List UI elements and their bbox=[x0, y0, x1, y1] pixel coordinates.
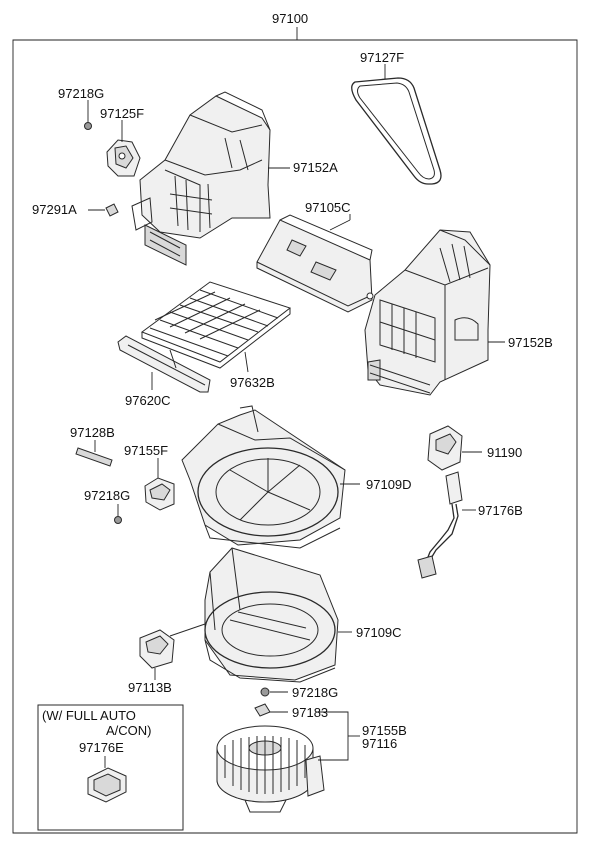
label-filter: 97632B bbox=[230, 375, 275, 390]
label-seal: 97127F bbox=[360, 50, 404, 65]
screw-top-part bbox=[84, 100, 92, 130]
harness-part bbox=[417, 471, 476, 579]
actuator-mid-part bbox=[144, 458, 175, 511]
case-lower-part bbox=[204, 547, 352, 683]
label-assembly: 97100 bbox=[272, 11, 308, 26]
actuator-top-part bbox=[106, 120, 141, 177]
label-resistor: 97113B bbox=[128, 680, 172, 695]
label-actuator-mid: 97155F bbox=[124, 443, 168, 458]
cap-part bbox=[254, 703, 288, 717]
label-note-part: 97176E bbox=[79, 740, 124, 755]
label-filter-frame: 97620C bbox=[125, 393, 171, 408]
case-upper-left-part bbox=[131, 91, 290, 266]
blower-motor-part bbox=[216, 711, 360, 813]
note-box bbox=[37, 704, 184, 831]
label-case-lower: 97109C bbox=[356, 625, 402, 640]
label-connector: 91190 bbox=[487, 445, 522, 460]
label-screw-bottom: 97218G bbox=[292, 685, 338, 700]
label-cap: 97183 bbox=[292, 705, 328, 720]
label-screw-mid: 97218G bbox=[84, 488, 130, 503]
filter-part bbox=[140, 281, 292, 373]
seal-ring-part bbox=[351, 64, 442, 185]
resistor-part bbox=[139, 623, 206, 680]
label-case-upper-right: 97152B bbox=[508, 335, 553, 350]
label-cover: 97105C bbox=[305, 200, 351, 215]
case-lower-upper-part bbox=[181, 405, 360, 549]
label-pad: 97128B bbox=[70, 425, 115, 440]
filter-frame-part bbox=[117, 335, 211, 393]
note-line-1: (W/ FULL AUTO bbox=[42, 708, 136, 723]
label-screw-top: 97218G bbox=[58, 86, 104, 101]
pad-part bbox=[75, 440, 113, 467]
connector-part bbox=[427, 425, 482, 471]
label-harness: 97176B bbox=[478, 503, 523, 518]
label-actuator-top: 97125F bbox=[100, 106, 144, 121]
note-line-2: A/CON) bbox=[106, 723, 152, 738]
case-upper-right-part bbox=[364, 229, 505, 396]
label-motor-b: 97116 bbox=[362, 736, 397, 751]
assembly-frame bbox=[12, 27, 578, 834]
label-case-lower-upper: 97109D bbox=[366, 477, 412, 492]
screw-mid-part bbox=[114, 504, 122, 524]
cover-part bbox=[256, 214, 374, 313]
clip-part bbox=[88, 203, 119, 217]
label-case-upper-left: 97152A bbox=[293, 160, 338, 175]
label-motor-a: 97155B bbox=[362, 723, 407, 738]
screw-bottom-part bbox=[260, 687, 288, 697]
label-clip: 97291A bbox=[32, 202, 77, 217]
